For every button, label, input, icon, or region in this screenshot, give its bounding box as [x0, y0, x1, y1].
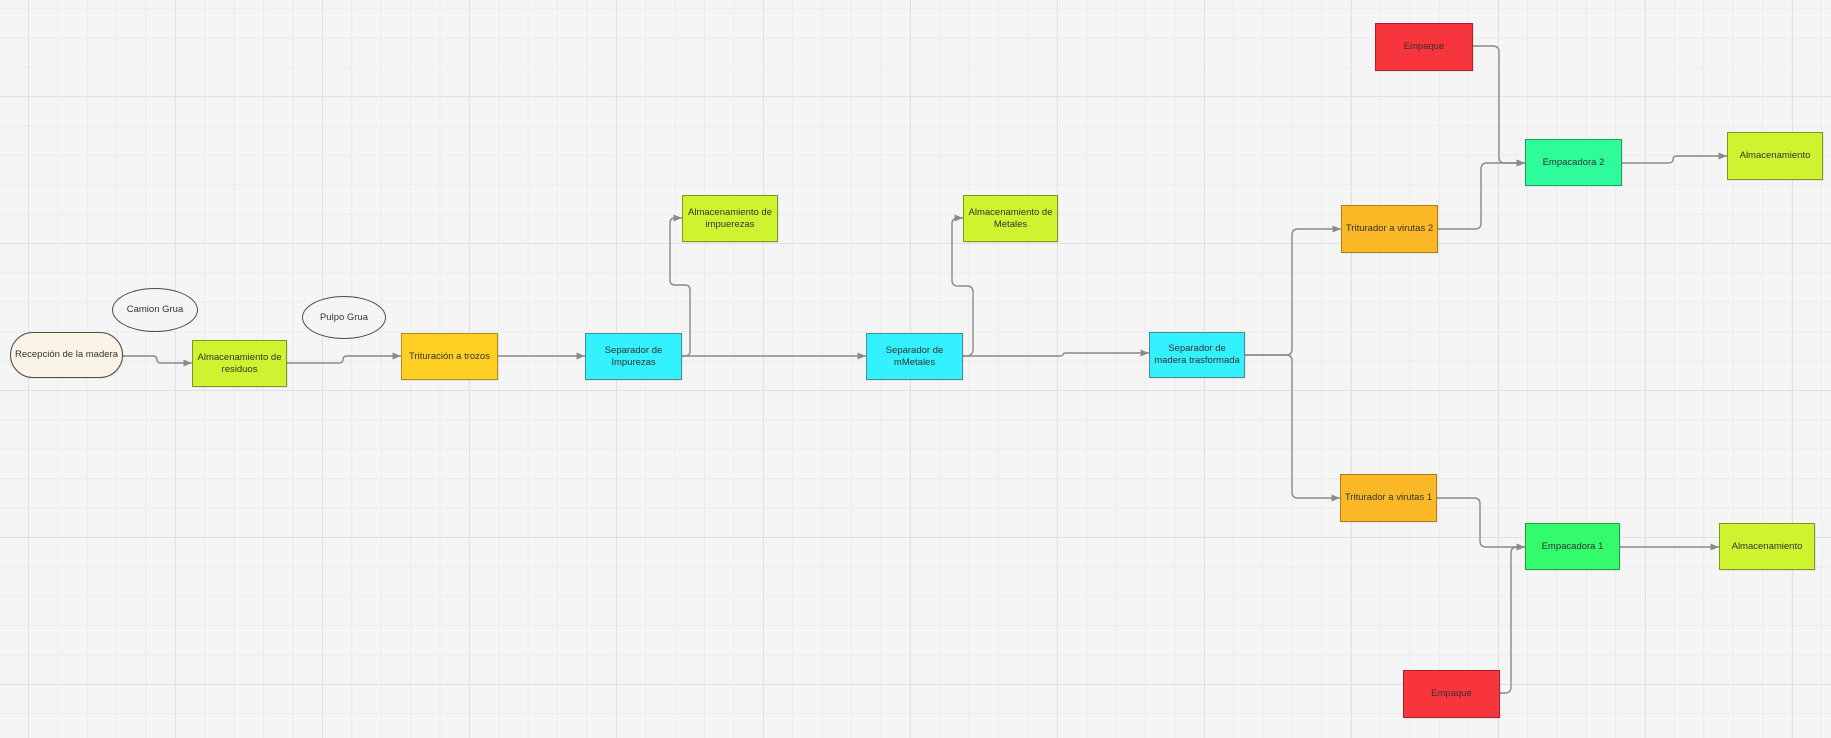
node-label: Empacadora 2	[1542, 156, 1605, 168]
connector-empaque-top-to-empacadora-2[interactable]	[1472, 45, 1526, 167]
node-pulpo-grua[interactable]: Pulpo Grua	[302, 296, 386, 339]
node-triturador-virutas-2[interactable]: Triturador a virutas 2	[1341, 205, 1438, 253]
node-label: Triturador a virutas 2	[1345, 223, 1434, 235]
node-label: Triturador a virutas 1	[1344, 492, 1433, 504]
node-label: Almacenamiento de impuerezas	[688, 206, 772, 230]
node-empacadora-2[interactable]: Empacadora 2	[1525, 139, 1622, 186]
node-recepcion-madera[interactable]: Recepción de la madera	[10, 332, 123, 378]
node-label: Camion Grua	[126, 304, 184, 316]
connector-empaque-bottom-to-empacadora-1[interactable]	[1499, 543, 1526, 694]
node-label: Separador de Impurezas	[604, 344, 663, 368]
node-almacenamiento-bottom[interactable]: Almacenamiento	[1719, 523, 1815, 570]
connector-triturador-2-to-empacadora-2[interactable]	[1437, 159, 1526, 230]
connector-sep-mmetales-to-alm-metales[interactable]	[951, 214, 974, 357]
node-separador-impurezas[interactable]: Separador de Impurezas	[585, 333, 682, 380]
node-almacenamiento-top[interactable]: Almacenamiento	[1727, 132, 1823, 180]
connector-alm-residuos-to-trituracion[interactable]	[286, 352, 402, 364]
node-label: Separador de madera trasformada	[1154, 343, 1240, 366]
connector-recepcion-to-alm-residuos[interactable]	[122, 355, 193, 367]
node-label: Almacenamiento	[1739, 150, 1811, 162]
node-separador-madera-trasformada[interactable]: Separador de madera trasformada	[1149, 332, 1245, 378]
node-triturador-virutas-1[interactable]: Triturador a virutas 1	[1340, 474, 1437, 522]
connector-sep-impurezas-to-alm-impuerezas[interactable]	[669, 214, 691, 357]
node-camion-grua[interactable]: Camion Grua	[112, 288, 198, 332]
node-empaque-bottom[interactable]: Empaque	[1403, 670, 1500, 718]
node-label: Almacenamiento de Metales	[968, 206, 1053, 230]
node-label: Empacadora 1	[1541, 540, 1604, 552]
node-label: Separador de mMetales	[885, 344, 944, 368]
node-label: Empaque	[1431, 688, 1472, 700]
node-label: Pulpo Grua	[319, 311, 369, 323]
connector-sep-madera-to-triturador-2[interactable]	[1244, 225, 1342, 356]
node-label: Almacenamiento	[1731, 540, 1803, 552]
node-label: Trituración a trozos	[409, 350, 490, 362]
node-empaque-top[interactable]: Empaque	[1375, 23, 1473, 71]
node-almacenamiento-residuos[interactable]: Almacenamiento de residuos	[192, 340, 287, 387]
node-label: Almacenamiento de residuos	[197, 351, 282, 375]
connector-triturador-1-to-empacadora-1[interactable]	[1436, 497, 1526, 551]
node-label: Empaque	[1403, 41, 1445, 53]
node-empacadora-1[interactable]: Empacadora 1	[1525, 523, 1620, 570]
node-almacenamiento-metales[interactable]: Almacenamiento de Metales	[963, 195, 1058, 242]
node-almacenamiento-impuerezas[interactable]: Almacenamiento de impuerezas	[682, 195, 778, 242]
connector-sep-mmetales-to-sep-madera[interactable]	[962, 349, 1150, 357]
node-label: Recepción de la madera	[15, 349, 118, 361]
connector-empacadora-2-to-almacenamiento-top[interactable]	[1621, 152, 1728, 164]
node-trituracion-trozos[interactable]: Trituración a trozos	[401, 333, 498, 380]
node-separador-mmetales[interactable]: Separador de mMetales	[866, 333, 963, 380]
connector-sep-madera-to-triturador-1[interactable]	[1244, 354, 1341, 502]
